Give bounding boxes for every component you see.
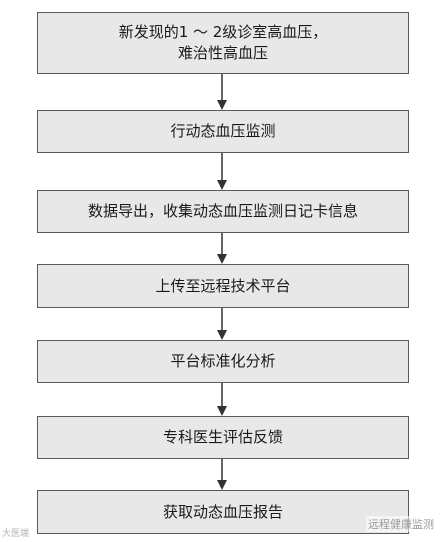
watermark-right: 远程健康监测 (366, 516, 436, 532)
step-box-6: 专科医生评估反馈 (37, 416, 409, 459)
arrow-2-to-3 (217, 153, 227, 190)
arrow-1-to-2 (217, 74, 227, 110)
arrow-3-to-4 (217, 233, 227, 264)
step-box-7: 获取动态血压报告 (37, 490, 409, 534)
step-label-6: 专科医生评估反馈 (162, 428, 283, 446)
arrow-5-to-6 (217, 383, 227, 416)
step-box-4: 上传至远程技术平台 (37, 264, 409, 308)
step-label-7: 获取动态血压报告 (162, 502, 283, 521)
watermark-left: 大医端 (2, 529, 30, 539)
step-label-3: 数据导出，收集动态血压监测日记卡信息 (87, 202, 358, 220)
arrow-4-to-5 (217, 308, 227, 340)
step-label-1: 新发现的1 ～ 2级诊室高血压， 难治性高血压 (118, 23, 328, 62)
step-label-4: 上传至远程技术平台 (155, 276, 291, 295)
step-box-1: 新发现的1 ～ 2级诊室高血压， 难治性高血压 (37, 12, 409, 74)
step-box-3: 数据导出，收集动态血压监测日记卡信息 (37, 190, 409, 233)
arrow-6-to-7 (217, 459, 227, 490)
step-label-2: 行动态血压监测 (170, 122, 276, 140)
step-box-2: 行动态血压监测 (37, 110, 409, 153)
step-box-5: 平台标准化分析 (37, 340, 409, 383)
step-label-5: 平台标准化分析 (170, 352, 276, 370)
